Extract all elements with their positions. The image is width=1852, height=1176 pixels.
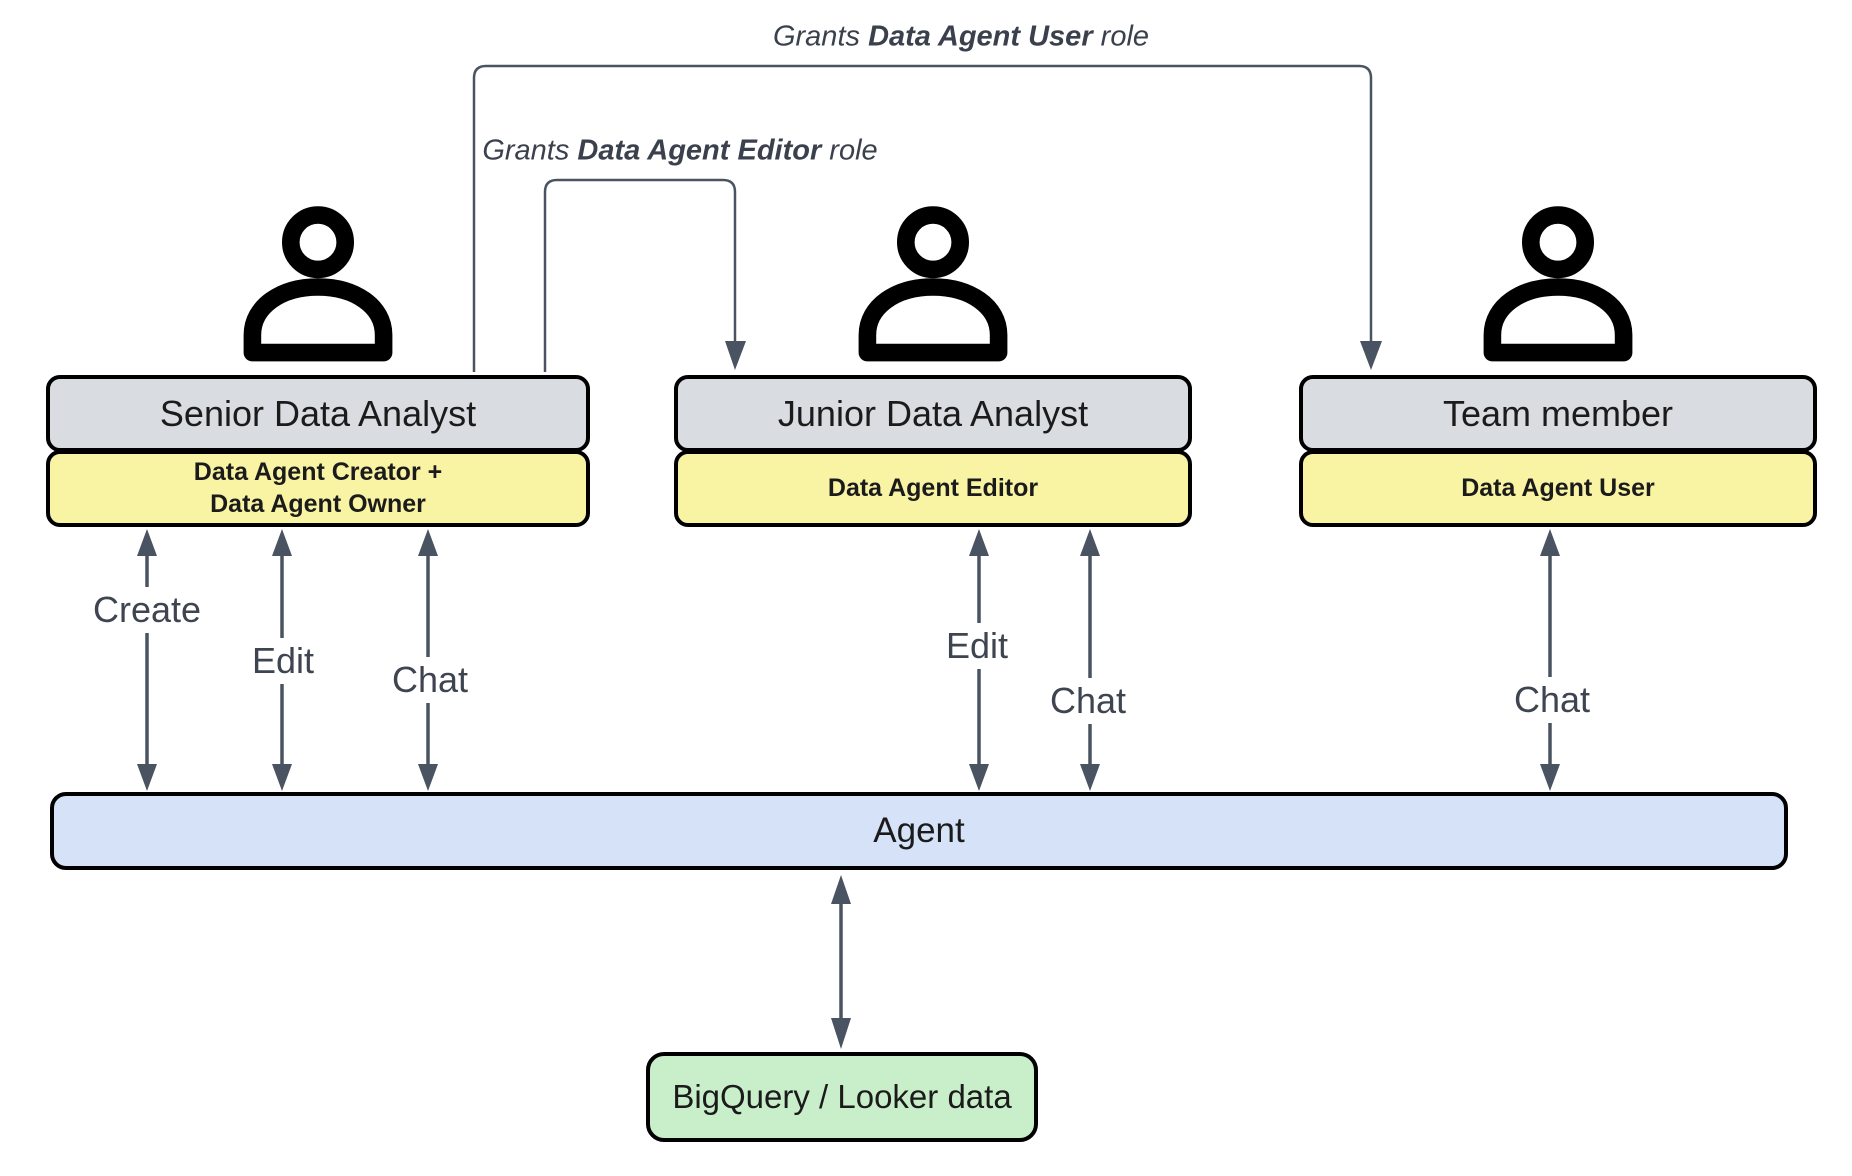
arrowhead: [831, 875, 851, 904]
person-icon: [243, 206, 393, 362]
grants-role-name: Data Agent User: [868, 20, 1093, 53]
grants-editor-role-label: Grants Data Agent Editor role: [482, 135, 877, 168]
arrowhead: [1540, 764, 1560, 791]
edit-label: Edit: [937, 623, 1017, 669]
agent-label: Agent: [873, 811, 965, 850]
person-icon: [858, 206, 1008, 362]
grants-suffix: role: [821, 134, 878, 167]
datastore-box: BigQuery / Looker data: [646, 1052, 1038, 1142]
chat-label: Chat: [1505, 677, 1599, 723]
grants-prefix: Grants: [482, 134, 578, 167]
datastore-label: BigQuery / Looker data: [672, 1078, 1012, 1115]
create-label: Create: [84, 587, 210, 633]
grants-user-arrowhead: [1360, 341, 1382, 370]
arrowhead: [418, 764, 438, 791]
grants-suffix: role: [1092, 20, 1150, 53]
junior-analyst-box: Junior Data Analyst: [674, 375, 1192, 452]
arrowhead: [969, 529, 989, 556]
grants-user-connector: [472, 64, 1373, 372]
arrowhead: [1080, 764, 1100, 791]
junior-analyst-title: Junior Data Analyst: [777, 392, 1089, 434]
arrowhead: [831, 1018, 851, 1049]
arrowhead: [272, 764, 292, 791]
chat-label: Chat: [1041, 678, 1135, 724]
arrowhead: [137, 764, 157, 791]
junior-role-label: Data Agent Editor: [827, 473, 1039, 502]
junior-analyst-role-box: Data Agent Editor: [674, 450, 1192, 527]
arrowhead: [418, 529, 438, 556]
team-role-label: Data Agent User: [1461, 473, 1655, 502]
arrowhead: [272, 529, 292, 556]
team-member-role-box: Data Agent User: [1299, 450, 1817, 527]
team-member-title: Team member: [1442, 392, 1674, 434]
senior-analyst-box: Senior Data Analyst: [46, 375, 590, 452]
senior-analyst-title: Senior Data Analyst: [159, 392, 477, 434]
agent-box: Agent: [50, 792, 1788, 870]
arrowhead: [1080, 529, 1100, 556]
senior-analyst-role-box: Data Agent Creator + Data Agent Owner: [46, 450, 590, 527]
grants-user-role-label: Grants Data Agent User role: [773, 21, 1149, 54]
grants-editor-connector: [543, 178, 737, 372]
person-icon: [1483, 206, 1633, 362]
arrowhead: [969, 764, 989, 791]
senior-role-line2: Data Agent Owner: [210, 489, 426, 518]
arrowhead: [137, 529, 157, 556]
grants-prefix: Grants: [772, 20, 869, 53]
grants-role-name: Data Agent Editor: [577, 134, 822, 167]
edit-label: Edit: [243, 638, 323, 684]
grants-editor-arrowhead: [725, 341, 746, 370]
arrowhead: [1540, 529, 1560, 556]
senior-role-line1: Data Agent Creator +: [193, 458, 443, 487]
chat-label: Chat: [383, 657, 477, 703]
team-member-box: Team member: [1299, 375, 1817, 452]
